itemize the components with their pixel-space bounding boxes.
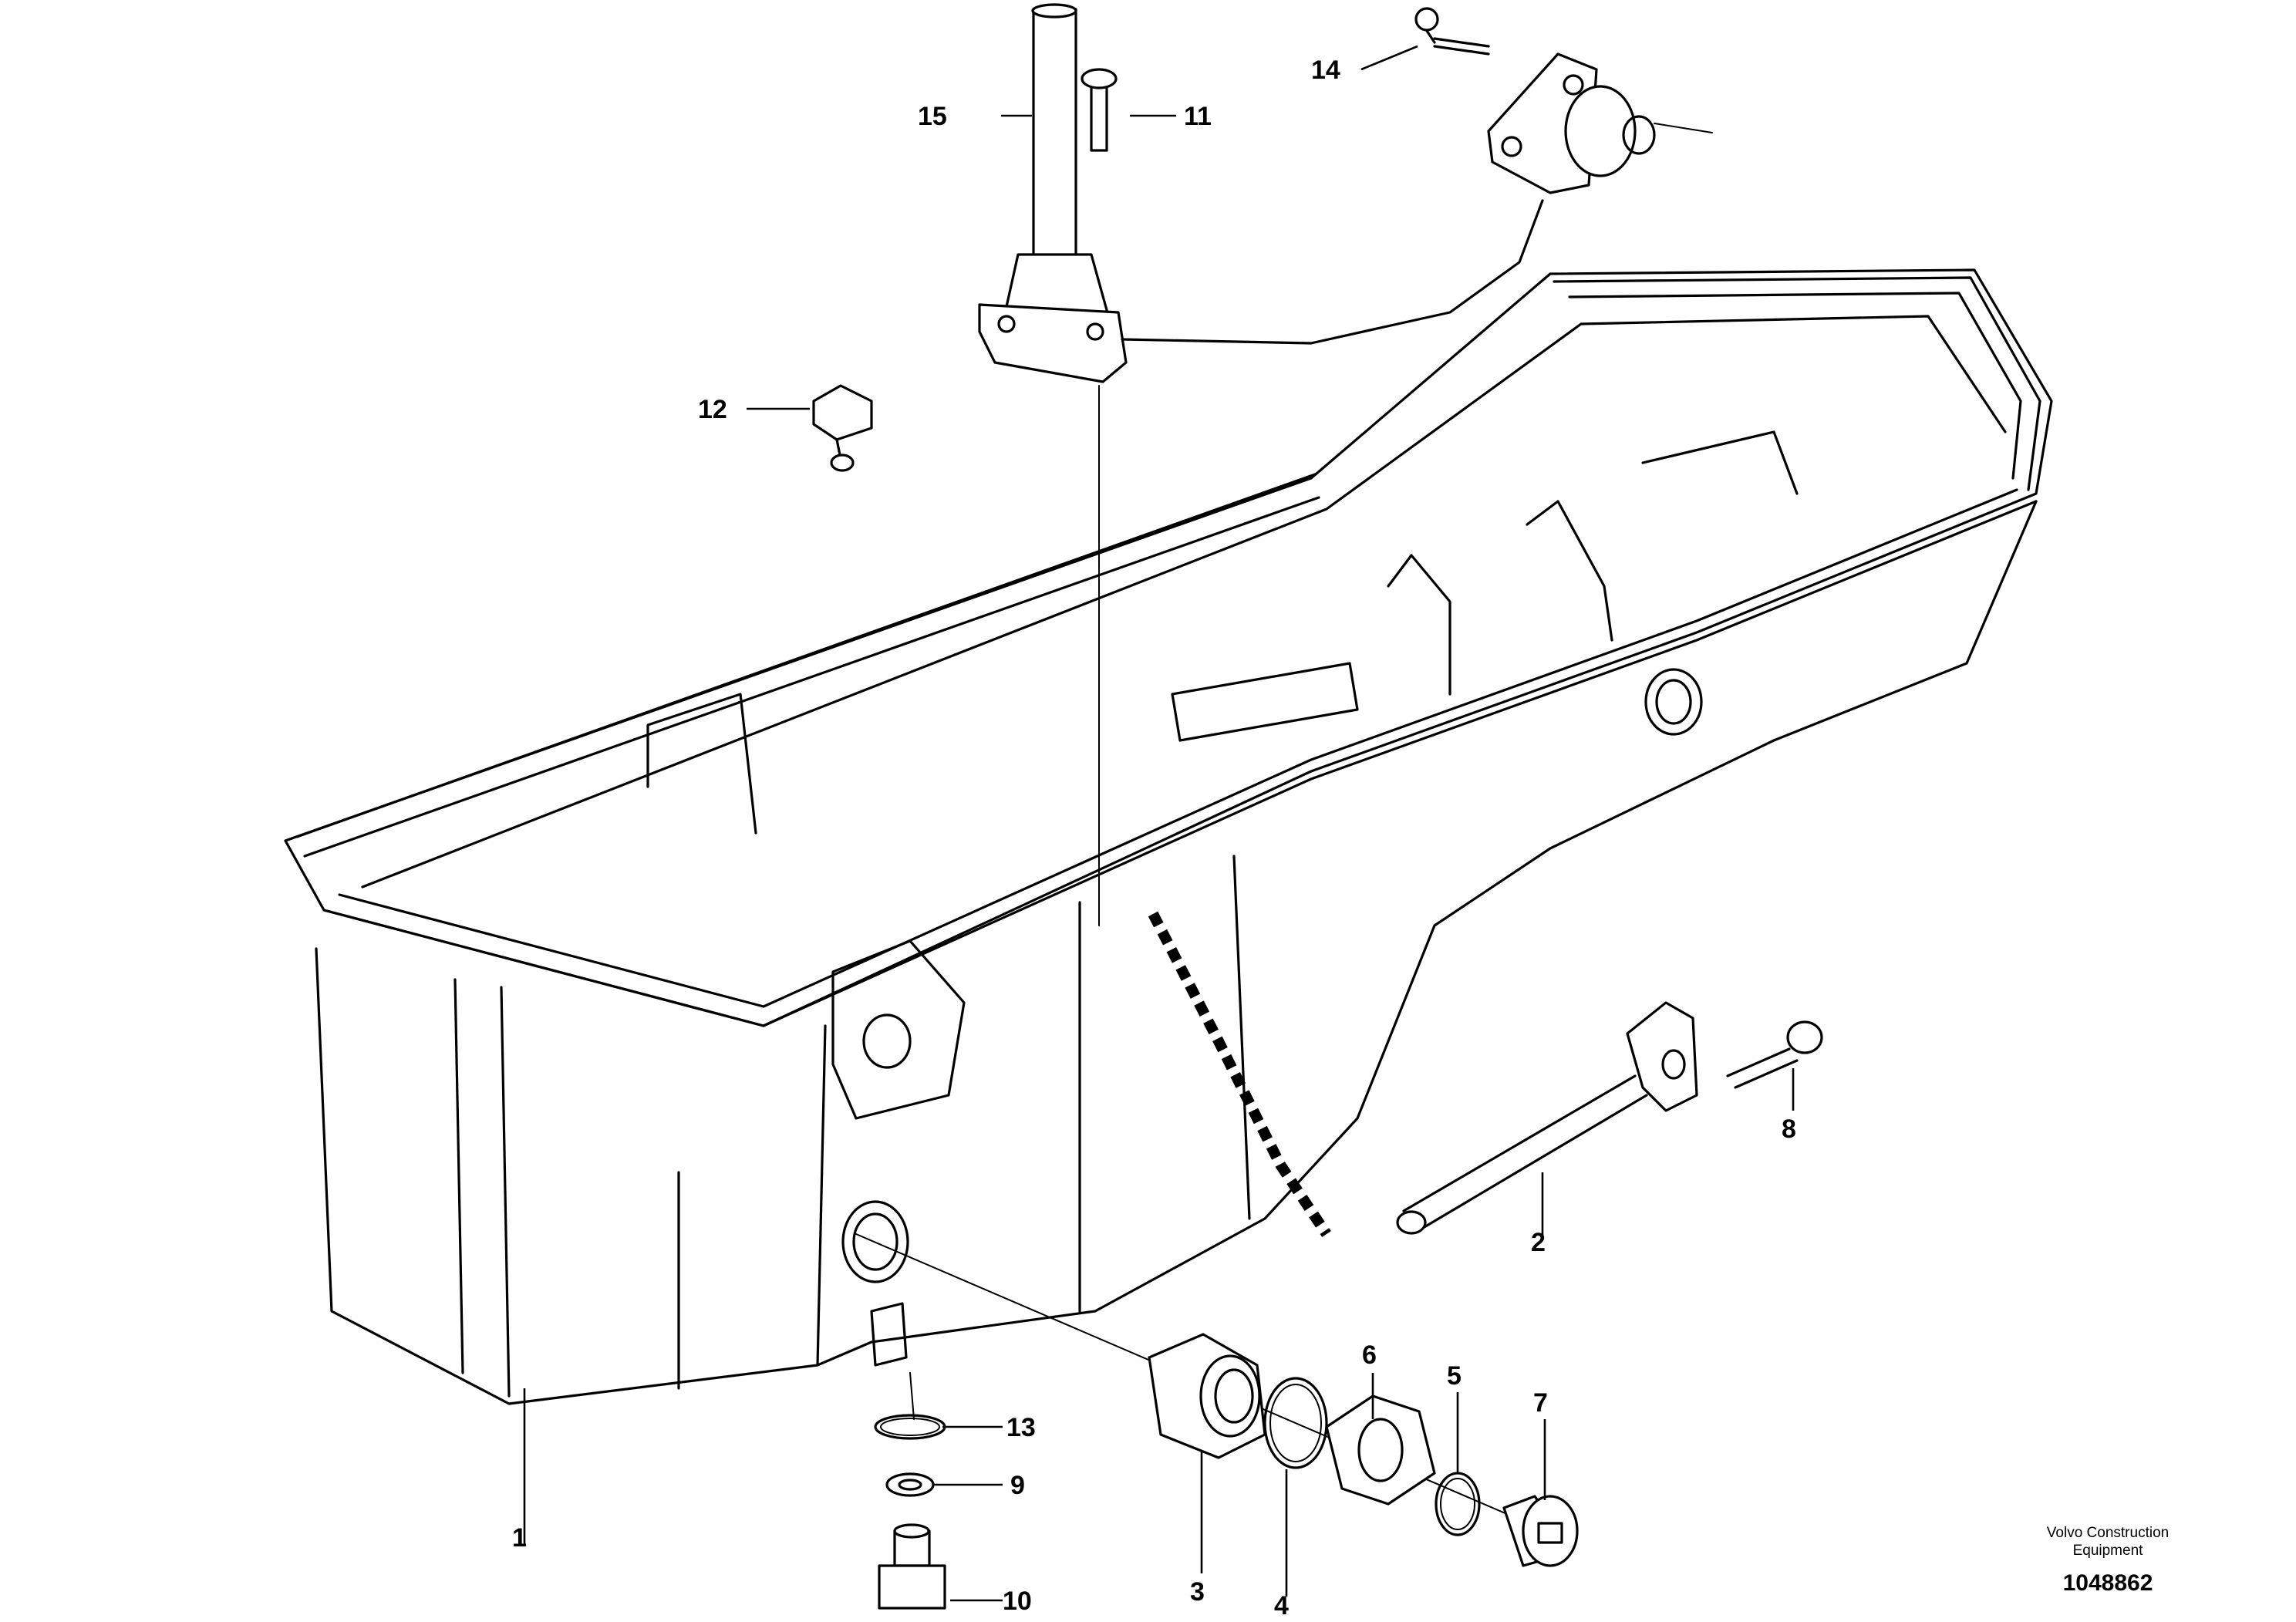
- oil-pan: [284, 268, 2053, 1405]
- dipstick-tube: [978, 3, 1128, 926]
- callout-3: 3: [1190, 1577, 1205, 1607]
- adapter-3: [1148, 1333, 1266, 1459]
- callout-14: 14: [1311, 56, 1340, 85]
- brand-line-1: Volvo Construction: [2047, 1525, 2169, 1541]
- callout-12: 12: [698, 395, 727, 424]
- callout-5: 5: [1447, 1361, 1462, 1391]
- footer: Volvo Construction Equipment 1048862: [2047, 1525, 2169, 1596]
- hex-nut-6: [1325, 1394, 1436, 1506]
- callout-11: 11: [1184, 102, 1212, 131]
- bolt-11: [1081, 68, 1118, 152]
- callout-9: 9: [1010, 1471, 1025, 1500]
- callout-4: 4: [1274, 1591, 1289, 1620]
- dipstick-2: [1396, 1001, 1698, 1235]
- document-number: 1048862: [2063, 1570, 2153, 1596]
- washer-9: [885, 1472, 935, 1497]
- sensor-tube: [1121, 199, 1544, 345]
- o-ring-4: [1263, 1377, 1328, 1469]
- o-ring-5: [1435, 1472, 1481, 1536]
- brand-line-2: Equipment: [2073, 1543, 2144, 1559]
- callout-8: 8: [1782, 1114, 1796, 1144]
- plug-10: [878, 1523, 946, 1610]
- plug-7: [1502, 1495, 1579, 1567]
- callout-13: 13: [1006, 1413, 1036, 1442]
- clip-12: [812, 384, 873, 472]
- callout-leaders: [523, 45, 1795, 1602]
- callout-6: 6: [1362, 1340, 1377, 1370]
- oil-level-sensor: [1414, 7, 1713, 194]
- callout-labels: 1 2 3 4 5 6 7 8 9 10 11 12 13 14 15: [512, 56, 1796, 1620]
- callout-7: 7: [1533, 1388, 1548, 1418]
- callout-1: 1: [512, 1523, 527, 1553]
- callout-10: 10: [1003, 1587, 1032, 1616]
- bolt-8: [1726, 1020, 1823, 1089]
- callout-2: 2: [1531, 1228, 1546, 1257]
- dipstick-path-dashed: [1148, 911, 1331, 1237]
- callout-15: 15: [918, 102, 947, 131]
